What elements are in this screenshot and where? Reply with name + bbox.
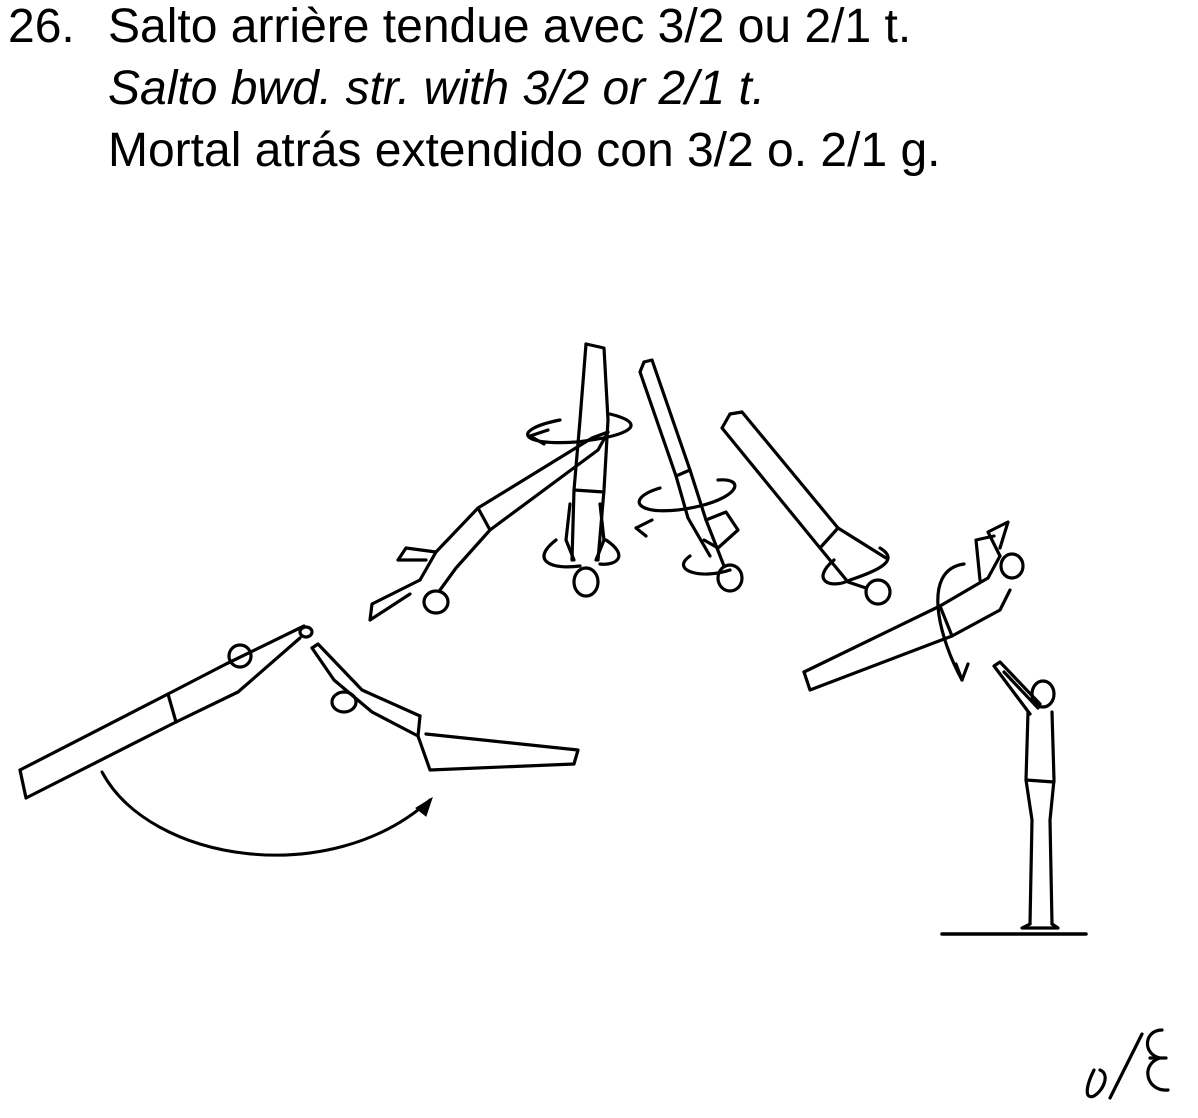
figure-salto [526,342,633,598]
element-name-french: Salto arrière tendue avec 3/2 ou 2/1 t. [108,0,912,53]
signature-mark [1085,1028,1170,1100]
figure-lying [18,624,314,800]
element-name-english: Salto bwd. str. with 3/2 or 2/1 t. [108,62,766,115]
figure-bridge [310,642,580,772]
figure-prone [368,430,610,622]
gymnast-sequence-drawing [18,342,1170,1100]
figure-layout [634,358,744,593]
element-heading: 26. Salto arrière tendue avec 3/2 ou 2/1… [0,0,1198,190]
element-number: 26. [8,0,75,53]
element-name-spanish: Mortal atrás extendido con 3/2 o. 2/1 g. [108,124,941,177]
rotation-arrow [100,770,433,857]
figure-arch [802,520,1025,692]
figure-twist [720,410,892,606]
figure-stand [992,660,1060,930]
element-illustration [0,190,1198,1118]
